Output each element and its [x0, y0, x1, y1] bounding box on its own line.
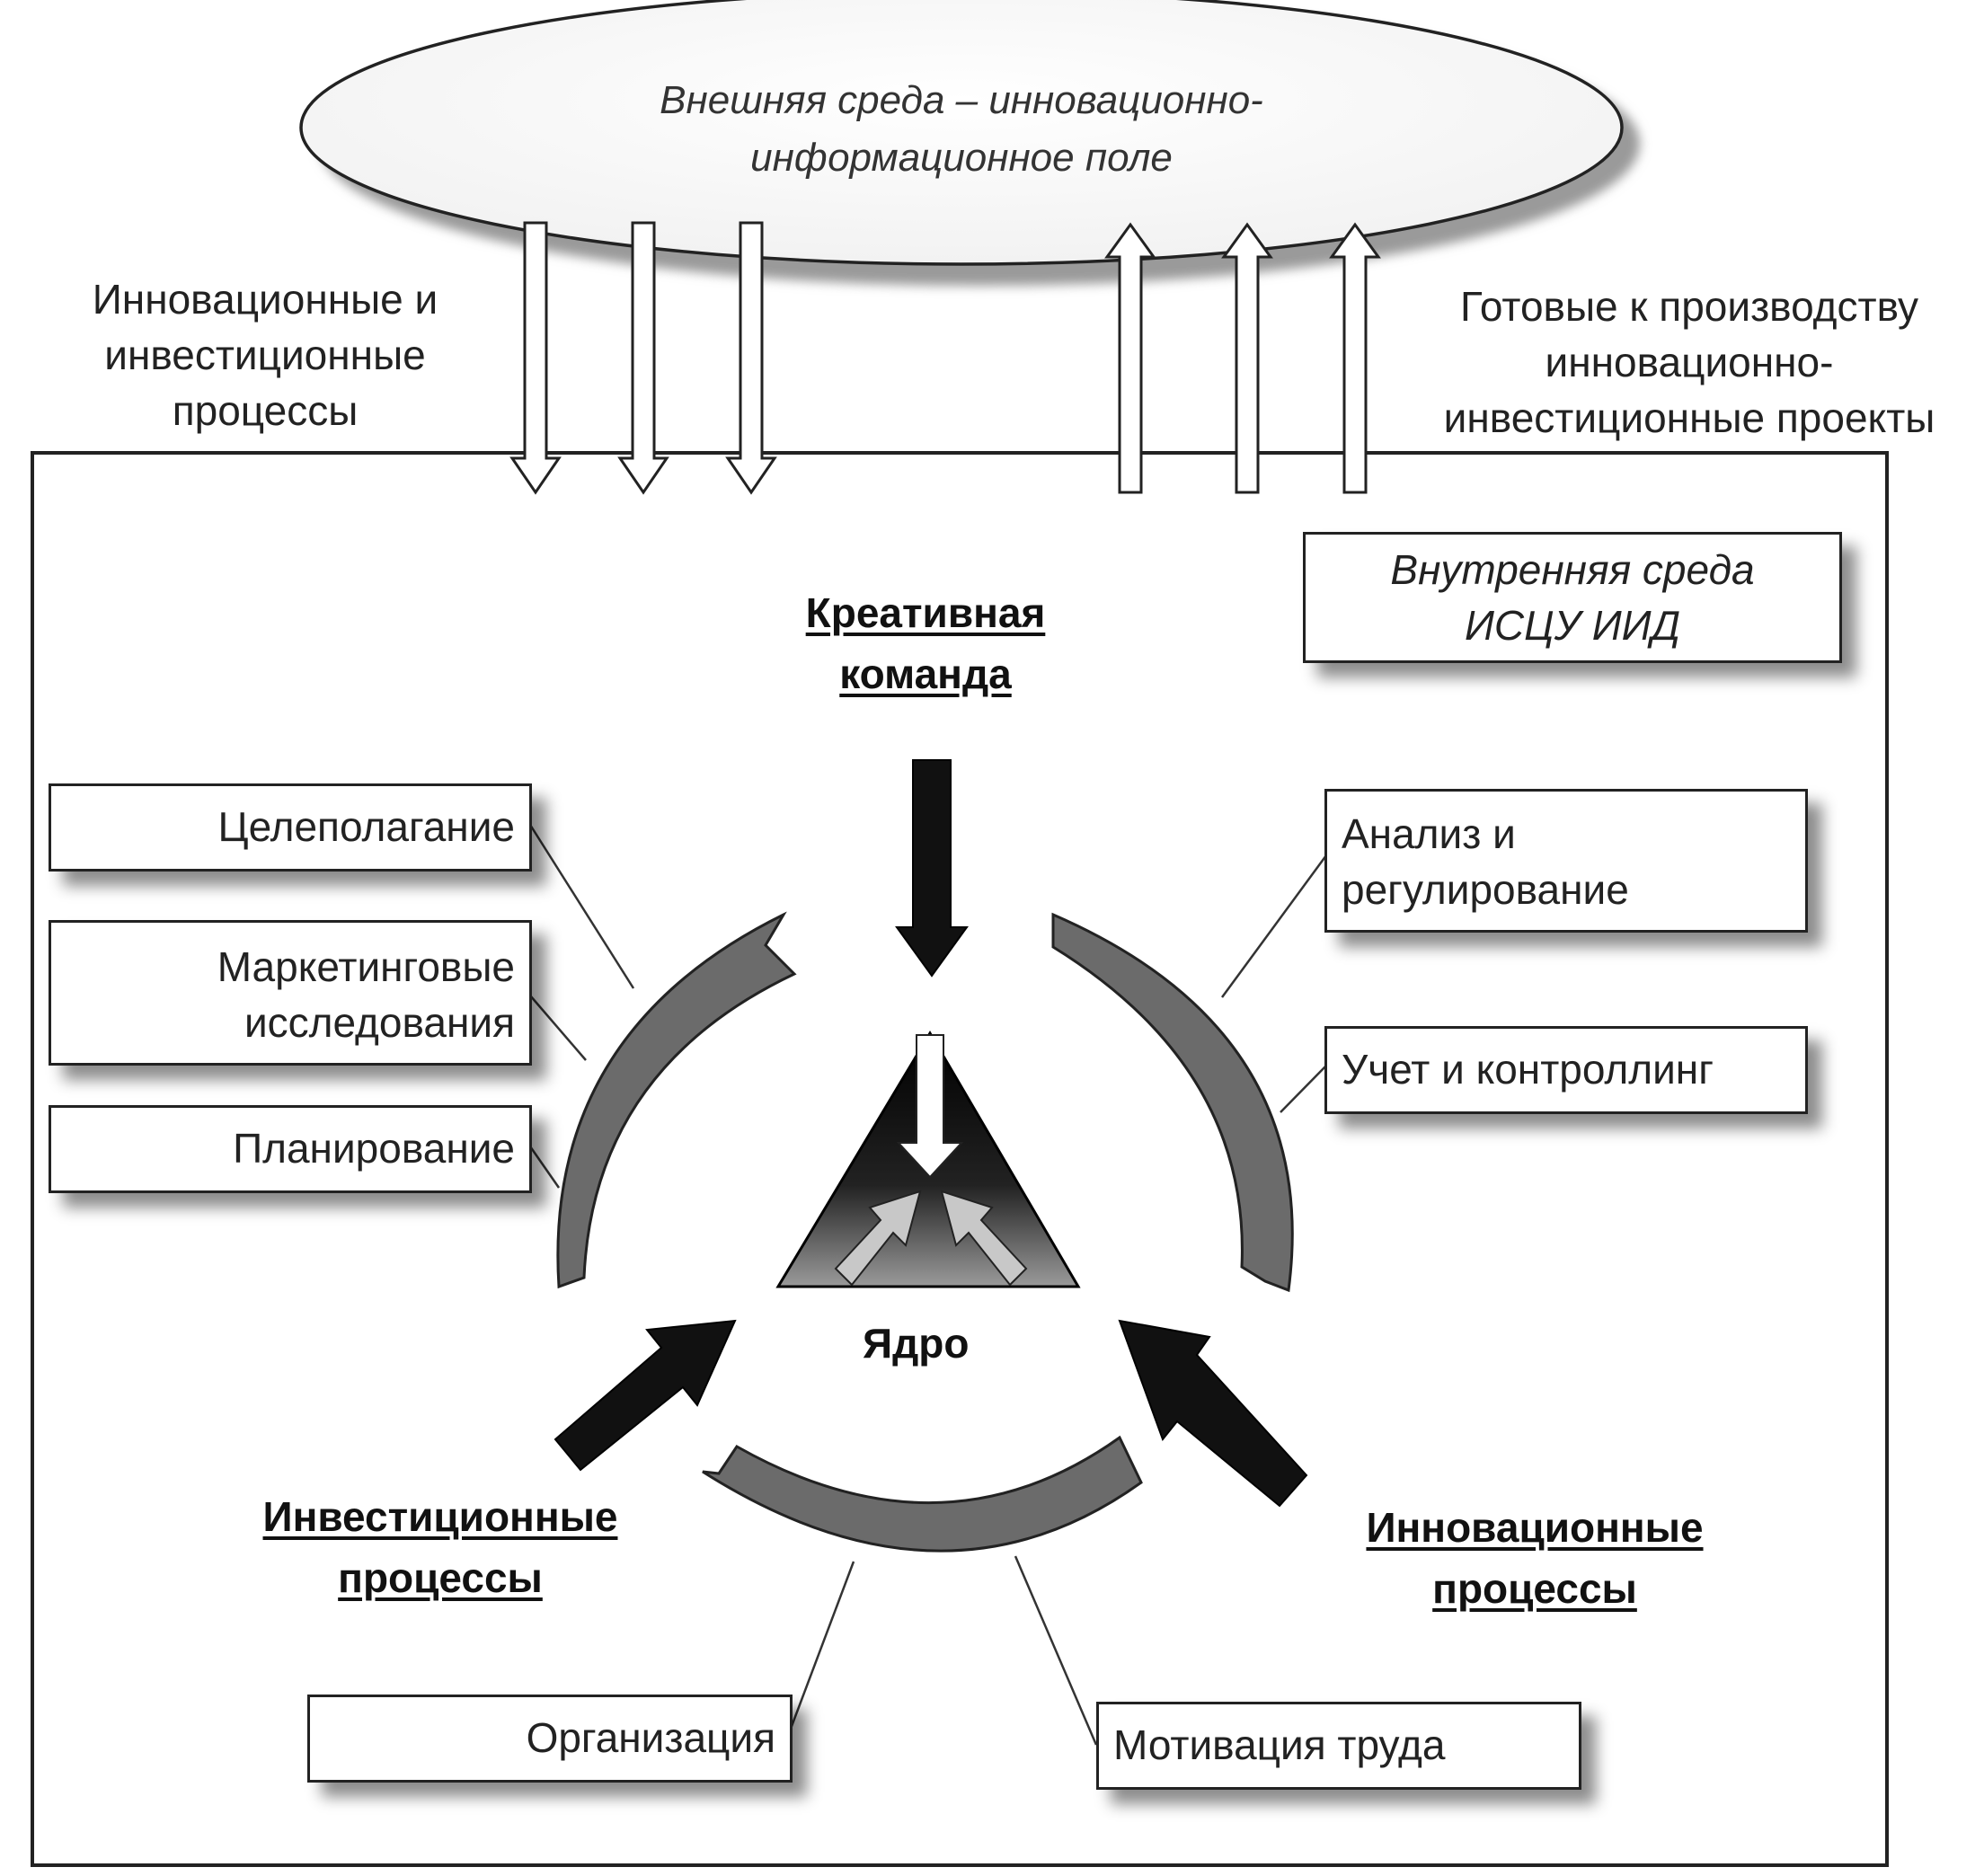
creative-team-label: Креативная команда	[755, 582, 1096, 704]
leader-motivation	[1014, 1555, 1098, 1746]
up-arrow-2	[1221, 222, 1273, 494]
external-label-line1: Внешняя среда – инновационно-	[660, 78, 1263, 122]
labor-motivation-box: Мотивация труда	[1096, 1702, 1581, 1790]
investment-line1: Инвестиционные	[262, 1493, 618, 1540]
innovation-processes-label: Инновационные процессы	[1319, 1497, 1750, 1619]
leader-marketing	[529, 995, 587, 1061]
outgoing-label-line3: инвестиционные проекты	[1443, 394, 1935, 441]
leader-lines	[528, 824, 1328, 1746]
core-inner-arrow-left	[834, 1190, 922, 1287]
outgoing-label-line1: Готовые к производству	[1460, 283, 1918, 330]
analysis-line2: регулирование	[1342, 866, 1629, 913]
internal-environment-box: Внутренняя среда ИСЦУ ИИД	[1303, 532, 1842, 663]
leader-organization	[789, 1561, 855, 1730]
leader-accounting	[1280, 1065, 1327, 1113]
down-arrow-1	[509, 221, 562, 495]
input-arrows	[554, 759, 1308, 1508]
leader-goal-setting	[528, 824, 635, 989]
accounting-controlling-box: Учет и контроллинг	[1324, 1026, 1808, 1114]
incoming-label-line3: процессы	[172, 387, 359, 434]
up-arrow-1	[1104, 222, 1156, 494]
incoming-label-line2: инвестиционные	[104, 332, 426, 378]
internal-box-line2: ИСЦУ ИИД	[1465, 602, 1680, 649]
down-arrow-3	[725, 221, 777, 495]
creative-team-line1: Креативная	[805, 589, 1046, 636]
leader-planning	[528, 1146, 561, 1189]
core-label: Ядро	[863, 1320, 970, 1367]
down-arrows-group	[509, 221, 777, 495]
goal-setting-box: Целеполагание	[49, 783, 532, 872]
incoming-processes-label: Инновационные и инвестиционные процессы	[54, 271, 476, 438]
marketing-research-box: Маркетинговые исследования	[49, 920, 532, 1066]
external-label-line2: информационное поле	[750, 136, 1173, 180]
outgoing-projects-label: Готовые к производству инновационно- инв…	[1402, 279, 1977, 446]
analysis-line1: Анализ и	[1342, 810, 1516, 857]
arrow-from-investment	[554, 1319, 737, 1472]
creative-team-line2: команда	[839, 650, 1012, 697]
investment-processes-label: Инвестиционные процессы	[225, 1486, 656, 1608]
marketing-line1: Маркетинговые	[217, 943, 515, 990]
core-inner-arrow-right	[940, 1190, 1028, 1287]
organization-text: Организация	[526, 1714, 775, 1761]
incoming-label-line1: Инновационные и	[92, 276, 438, 323]
arrow-from-innovation	[1118, 1319, 1308, 1508]
marketing-line2: исследования	[244, 999, 515, 1046]
investment-line2: процессы	[338, 1554, 543, 1601]
core-inner-arrow-down	[896, 1034, 964, 1179]
planning-text: Планирование	[233, 1125, 515, 1172]
innovation-line1: Инновационные	[1366, 1504, 1704, 1551]
internal-environment-frame	[31, 451, 1889, 1867]
external-environment-label: Внешняя среда – инновационно- информацио…	[503, 72, 1420, 187]
process-arcs	[556, 911, 1294, 1553]
organization-box: Организация	[307, 1695, 793, 1783]
accounting-text: Учет и контроллинг	[1342, 1046, 1714, 1093]
bottom-arc	[702, 1435, 1143, 1553]
analysis-regulation-box: Анализ и регулирование	[1324, 789, 1808, 933]
motivation-text: Мотивация труда	[1113, 1721, 1446, 1768]
up-arrow-3	[1329, 222, 1381, 494]
leader-analysis	[1220, 854, 1328, 998]
planning-box: Планирование	[49, 1105, 532, 1193]
external-environment-ellipse	[299, 0, 1624, 266]
up-arrows-group	[1104, 222, 1381, 494]
innovation-line2: процессы	[1432, 1565, 1637, 1612]
left-arc	[556, 911, 797, 1289]
internal-box-line1: Внутренняя среда	[1390, 546, 1755, 593]
right-arc	[1051, 912, 1294, 1293]
goal-setting-text: Целеполагание	[217, 803, 515, 850]
down-arrow-2	[617, 221, 669, 495]
core-triangle-group	[775, 1031, 1081, 1288]
arrow-from-creative-team	[895, 759, 969, 978]
outgoing-label-line2: инновационно-	[1545, 339, 1834, 385]
